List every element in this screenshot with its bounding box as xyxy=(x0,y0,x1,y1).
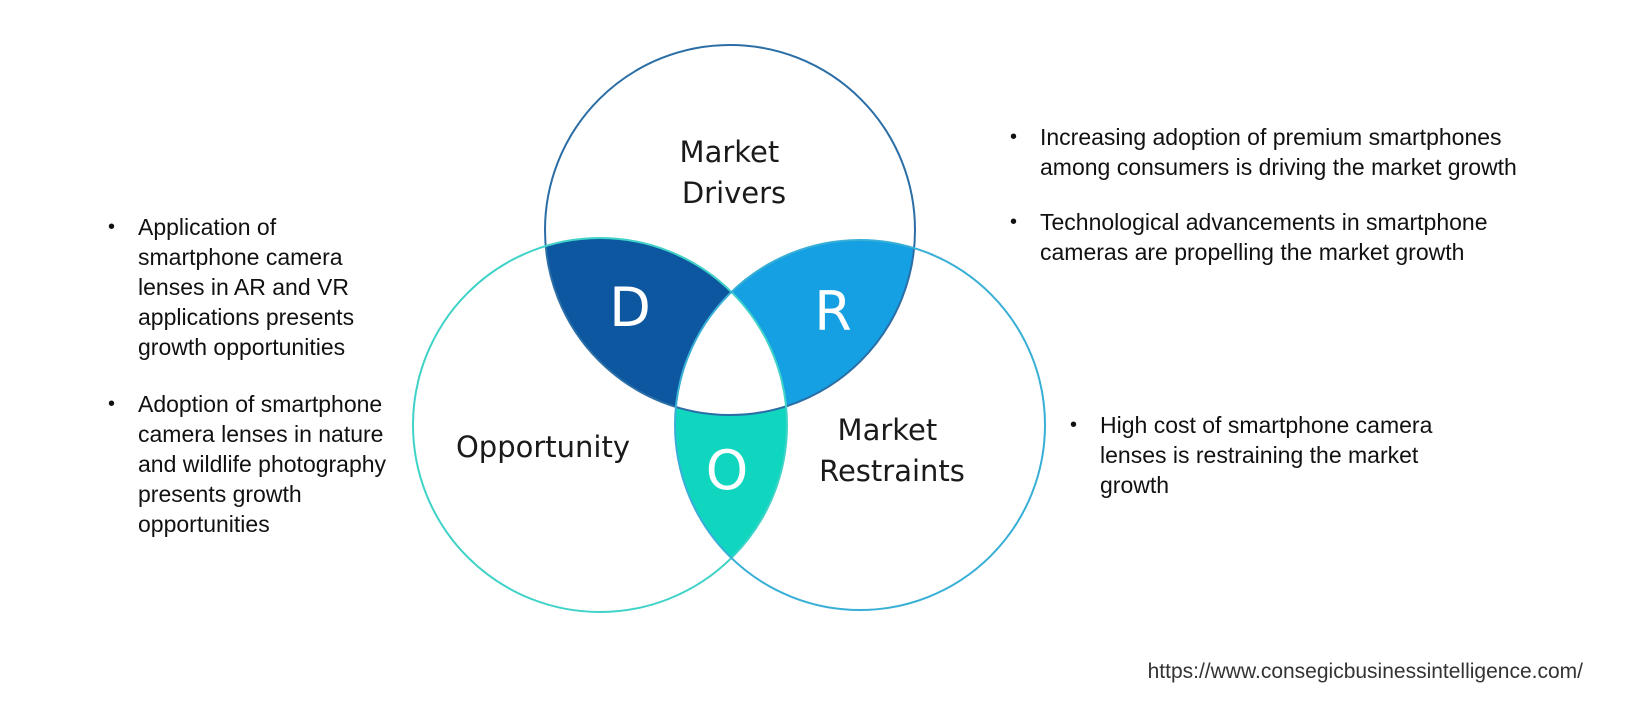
o-letter: O xyxy=(706,439,749,502)
opportunity-list: Application of smartphone camera lenses … xyxy=(108,212,398,566)
opportunity-label: Opportunity xyxy=(456,430,630,464)
restraints-label: Market Restraints xyxy=(819,413,965,488)
restraint-item: High cost of smartphone camera lenses is… xyxy=(1070,410,1450,500)
drivers-label: Market Drivers xyxy=(680,135,789,210)
drivers-label-line1: Market xyxy=(680,135,780,169)
r-letter: R xyxy=(814,280,852,343)
driver-item: Increasing adoption of premium smartphon… xyxy=(1010,122,1530,182)
opportunity-circle xyxy=(412,237,788,613)
source-url: https://www.consegicbusinessintelligence… xyxy=(1147,660,1583,683)
opportunity-item: Application of smartphone camera lenses … xyxy=(108,212,398,362)
drivers-label-line2: Drivers xyxy=(682,176,786,210)
restraints-circle xyxy=(674,239,1046,611)
restraints-label-line1: Market xyxy=(838,413,938,447)
driver-item: Technological advancements in smartphone… xyxy=(1010,207,1530,267)
restraints-label-line2: Restraints xyxy=(819,454,965,488)
opportunity-item: Adoption of smartphone camera lenses in … xyxy=(108,389,398,539)
drivers-list: Increasing adoption of premium smartphon… xyxy=(1010,122,1530,292)
drivers-circle xyxy=(544,44,916,416)
d-letter: D xyxy=(609,276,651,339)
restraints-list: High cost of smartphone camera lenses is… xyxy=(1070,410,1450,500)
